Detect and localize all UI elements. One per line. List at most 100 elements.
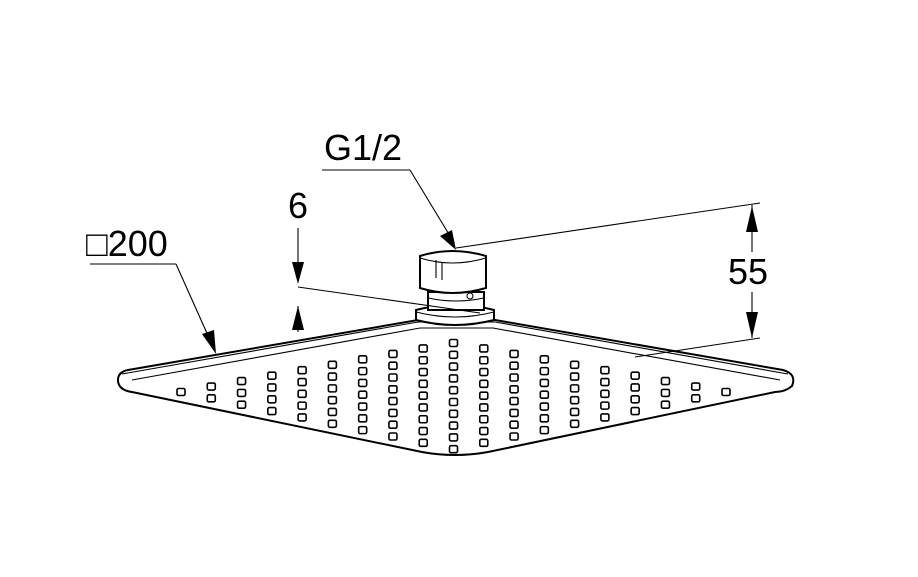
nozzle bbox=[569, 407, 580, 417]
label-square: □200 bbox=[86, 223, 168, 264]
nozzle bbox=[569, 372, 580, 381]
nozzle bbox=[509, 396, 519, 406]
nozzle bbox=[478, 403, 489, 412]
label-thread: G1/2 bbox=[324, 127, 402, 168]
nozzle bbox=[690, 382, 701, 391]
nozzle bbox=[388, 396, 398, 406]
nozzle bbox=[448, 374, 459, 383]
nozzle bbox=[509, 349, 519, 359]
nozzle bbox=[448, 409, 459, 419]
nozzle bbox=[327, 372, 338, 381]
nozzle bbox=[297, 389, 307, 399]
nozzle bbox=[478, 379, 489, 389]
nozzle bbox=[721, 387, 731, 397]
nozzle bbox=[236, 376, 247, 386]
nozzle bbox=[539, 390, 550, 400]
nozzle bbox=[539, 355, 550, 364]
nozzle bbox=[388, 408, 398, 418]
nozzle bbox=[418, 403, 429, 412]
nozzle bbox=[509, 384, 519, 394]
nozzle bbox=[327, 419, 338, 429]
nozzle bbox=[327, 395, 338, 405]
nozzle bbox=[630, 406, 640, 416]
nozzle bbox=[539, 414, 550, 423]
nozzle bbox=[539, 425, 550, 435]
nozzle bbox=[660, 400, 671, 410]
nozzle bbox=[388, 432, 398, 441]
nozzle bbox=[448, 421, 459, 430]
nozzle bbox=[660, 376, 671, 386]
nozzle bbox=[357, 414, 368, 423]
connector-nut bbox=[419, 250, 487, 294]
label-height: 55 bbox=[728, 251, 768, 292]
dim-height bbox=[455, 202, 761, 358]
nozzle bbox=[600, 377, 610, 387]
nozzle bbox=[478, 391, 489, 400]
nozzle bbox=[448, 433, 459, 442]
nozzle bbox=[478, 344, 489, 353]
nozzle bbox=[267, 371, 277, 380]
nozzle bbox=[539, 378, 550, 388]
nozzle bbox=[478, 414, 489, 424]
nozzle bbox=[569, 419, 580, 429]
dim-thread-leader bbox=[322, 169, 456, 250]
nozzle bbox=[327, 384, 338, 393]
nozzle bbox=[236, 400, 247, 410]
connector-pin bbox=[466, 292, 474, 300]
nozzle bbox=[357, 390, 368, 400]
nozzle bbox=[478, 355, 489, 365]
nozzle bbox=[418, 344, 429, 353]
nozzle bbox=[267, 394, 277, 404]
nozzle bbox=[176, 387, 186, 397]
nozzle bbox=[478, 426, 489, 436]
nozzle bbox=[388, 349, 398, 359]
nozzle bbox=[357, 402, 368, 411]
nozzle bbox=[478, 438, 489, 448]
connector bbox=[415, 250, 495, 326]
nozzle bbox=[236, 388, 247, 398]
nozzle bbox=[357, 366, 368, 376]
nozzle bbox=[448, 444, 459, 454]
dim-thickness bbox=[292, 228, 481, 332]
plate-rim-inner bbox=[131, 327, 781, 381]
dim-square bbox=[90, 263, 216, 354]
nozzle bbox=[357, 425, 368, 435]
nozzle bbox=[357, 378, 368, 388]
nozzle bbox=[600, 365, 610, 375]
shower-plate bbox=[116, 319, 795, 456]
nozzle bbox=[509, 361, 519, 370]
nozzle bbox=[569, 395, 580, 405]
nozzle bbox=[630, 394, 640, 404]
nozzle bbox=[630, 383, 640, 392]
label-thickness: 6 bbox=[288, 185, 308, 226]
nozzle bbox=[418, 426, 429, 436]
nozzle bbox=[448, 362, 459, 371]
nozzle bbox=[297, 377, 307, 387]
nozzle-field bbox=[176, 338, 731, 454]
nozzle bbox=[388, 420, 398, 429]
nozzle bbox=[600, 401, 610, 410]
nozzle bbox=[418, 414, 429, 424]
nozzle bbox=[660, 388, 671, 398]
nozzle bbox=[690, 394, 701, 403]
nozzle bbox=[539, 402, 550, 411]
nozzle bbox=[206, 394, 217, 403]
nozzle bbox=[509, 373, 519, 382]
nozzle bbox=[509, 432, 519, 441]
nozzle bbox=[267, 383, 277, 392]
nozzle bbox=[388, 384, 398, 394]
nozzle bbox=[267, 406, 277, 416]
nozzle bbox=[327, 360, 338, 370]
nozzle bbox=[418, 355, 429, 365]
nozzle bbox=[600, 413, 610, 422]
nozzle bbox=[600, 389, 610, 399]
nozzle bbox=[539, 366, 550, 376]
nozzle bbox=[357, 355, 368, 364]
nozzle bbox=[448, 385, 459, 395]
nozzle bbox=[509, 420, 519, 429]
nozzle bbox=[569, 384, 580, 393]
nozzle bbox=[569, 360, 580, 370]
nozzle bbox=[206, 382, 217, 391]
nozzle bbox=[448, 350, 459, 360]
